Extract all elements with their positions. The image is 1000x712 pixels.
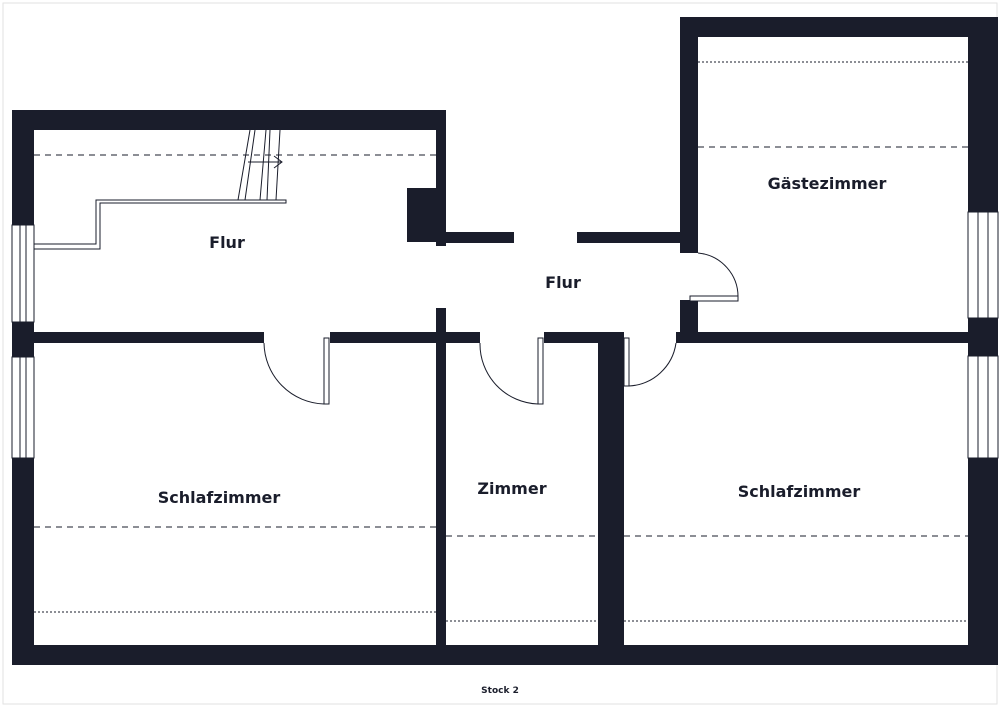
staircase [33, 129, 287, 250]
stair-steps [237, 129, 281, 201]
window-right-upper [967, 211, 999, 319]
wall-mid-2 [330, 332, 446, 343]
wall-left-upper [12, 110, 34, 225]
door-leaf-schlaf-right [623, 337, 630, 387]
door-swing-zimmer [479, 342, 539, 405]
wall-flur-right [436, 110, 446, 246]
floor-label: Stock 2 [481, 686, 519, 696]
stair-stringer [266, 129, 271, 201]
walls [12, 17, 998, 665]
wall-guest-top [690, 17, 998, 37]
room-label-zimmer: Zimmer [477, 479, 546, 498]
room-label-flur-left: Flur [209, 233, 245, 252]
window-right-lower [967, 355, 999, 459]
roof-slope-lines [34, 61, 968, 622]
wall-zimmer-left [436, 308, 446, 658]
wall-corridor-top-left [436, 232, 514, 243]
stair-railing [33, 199, 287, 250]
wall-mid-5 [598, 332, 624, 343]
stair-arrow-icon [248, 155, 283, 169]
wall-guest-left-lower [680, 300, 698, 340]
wall-top-left [12, 110, 446, 130]
door-leaf-schlaf-left [323, 337, 330, 405]
wall-left-lower [12, 458, 34, 665]
room-label-schlafzimmer-left: Schlafzimmer [158, 488, 281, 507]
windows [11, 211, 999, 459]
wall-zimmer-right [598, 343, 624, 658]
wall-bottom [12, 645, 998, 665]
wall-mid-6 [676, 332, 998, 343]
window-left-upper [11, 224, 35, 323]
door-swing-schlaf-right [628, 342, 677, 387]
room-label-gaestezimmer: Gästezimmer [768, 174, 887, 193]
doors [263, 252, 739, 405]
wall-mid-4 [544, 332, 598, 343]
door-leaf-guest [689, 295, 739, 302]
wall-guest-right-upper [968, 17, 998, 212]
wall-guest-left-upper [680, 17, 698, 253]
door-swing-schlaf-left [263, 342, 325, 405]
window-left-lower [11, 356, 35, 459]
wall-corridor-top-right [577, 232, 694, 243]
wall-right-lower [968, 458, 998, 665]
room-label-flur-center: Flur [545, 273, 581, 292]
chimney [407, 188, 436, 242]
room-label-schlafzimmer-right: Schlafzimmer [738, 482, 861, 501]
door-leaf-zimmer [537, 337, 544, 405]
door-swing-guest [697, 252, 739, 299]
wall-mid-3 [436, 332, 480, 343]
wall-mid-1 [12, 332, 264, 343]
